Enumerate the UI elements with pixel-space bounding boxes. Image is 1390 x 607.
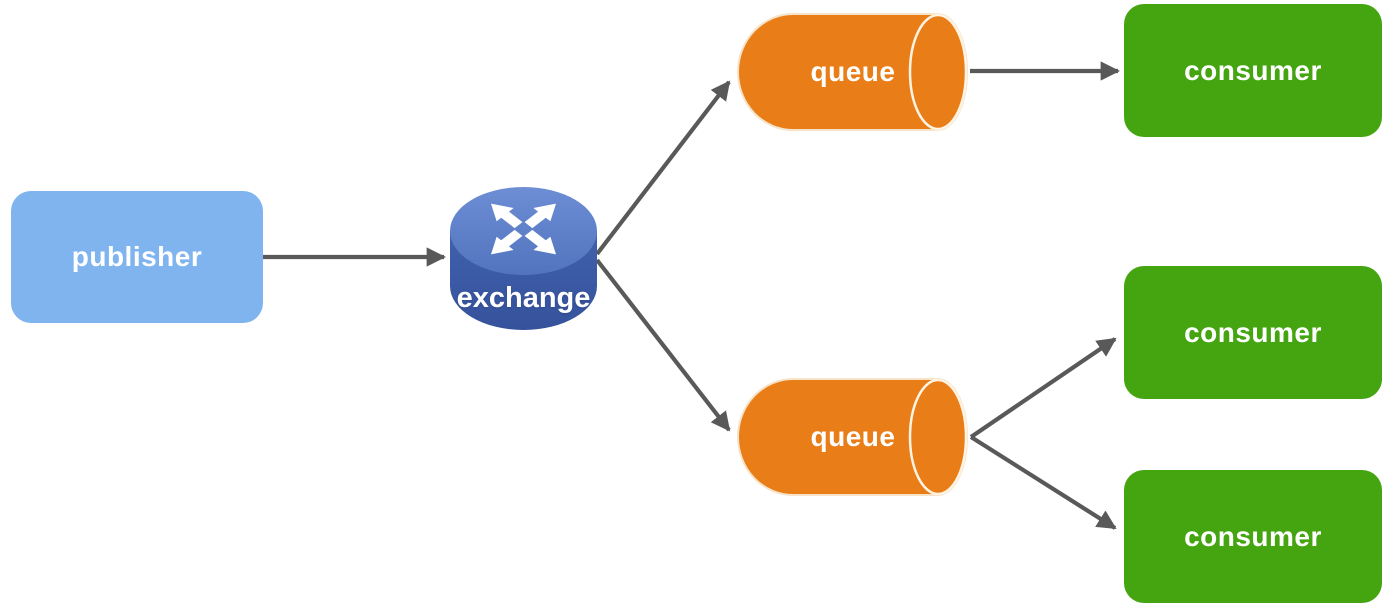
queue-top-label: queue [810, 56, 896, 87]
node-exchange: exchange [450, 186, 597, 332]
edge-exchange-to-queue_top [595, 80, 731, 256]
queue-cylinder-shape [737, 378, 968, 496]
publisher-label: publisher [71, 241, 203, 272]
consumer-3-label: consumer [1184, 520, 1322, 552]
edge-queue_bottom-to-consumer_3 [969, 435, 1117, 530]
node-consumer-1: consumer [1124, 4, 1382, 137]
node-publisher: publisher [11, 191, 263, 323]
edge-exchange-to-queue_bottom [595, 258, 731, 432]
exchange-label: exchange [456, 282, 591, 314]
consumer-2-label: consumer [1184, 316, 1322, 348]
node-queue-bottom: queue [737, 377, 969, 497]
queue-cylinder-shape [737, 13, 968, 131]
node-queue-top: queue [737, 12, 969, 132]
node-consumer-3: consumer [1124, 470, 1382, 603]
edge-queue_bottom-to-consumer_2 [969, 337, 1117, 439]
queue-bottom-label: queue [810, 421, 896, 452]
router-crossed-arrows-icon [450, 187, 597, 330]
node-consumer-2: consumer [1124, 266, 1382, 399]
consumer-1-label: consumer [1184, 54, 1322, 86]
